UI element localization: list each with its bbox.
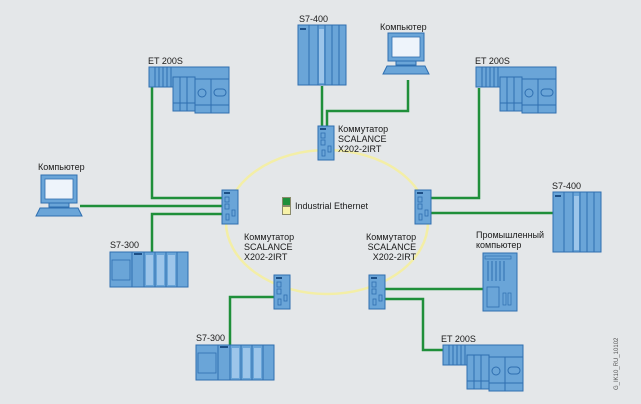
computer-top-device[interactable]	[382, 32, 430, 75]
switch-right[interactable]	[414, 189, 432, 225]
switch-top[interactable]	[317, 125, 335, 161]
label-switch-bottom-left: Коммутатор SCALANCE X202-2IRT	[244, 232, 295, 262]
s7-400-right-device[interactable]	[552, 191, 602, 253]
label-et200s-bottom: ET 200S	[441, 334, 476, 344]
industrial-pc-device[interactable]	[482, 252, 518, 312]
s7-300-bottom-device[interactable]	[195, 344, 275, 381]
label-computer-top: Компьютер	[380, 22, 427, 32]
legend-swatch-green	[282, 197, 291, 206]
link-bl-switch-s7-300	[228, 295, 276, 346]
label-et200s-top-right: ET 200S	[475, 56, 510, 66]
s7-300-left-device[interactable]	[109, 251, 189, 288]
legend-label: Industrial Ethernet	[295, 201, 369, 211]
et200s-top-right-device[interactable]	[475, 66, 557, 114]
label-s7-300-bottom: S7-300	[196, 333, 226, 343]
label-switch-bottom-right: Коммутатор SCALANCE X202-2IRT	[366, 232, 417, 262]
switch-bottom-right[interactable]	[368, 274, 386, 310]
link-br-switch-et200s	[384, 297, 443, 352]
ethernet-links	[80, 80, 556, 352]
label-industrial-pc: Промышленный компьютер	[476, 230, 545, 250]
industrial-ethernet-ring	[224, 148, 430, 296]
label-s7-400-top: S7-400	[299, 14, 329, 24]
label-switch-top: Коммутатор SCALANCE X202-2IRT	[338, 124, 389, 154]
et200s-bottom-device[interactable]	[442, 344, 524, 392]
link-top-switch-computer	[325, 80, 410, 128]
figure-code: G_IK10_RU_10102	[614, 337, 620, 390]
switch-bottom-left[interactable]	[273, 274, 291, 310]
switch-left[interactable]	[221, 189, 239, 225]
label-computer-left: Компьютер	[38, 162, 85, 172]
et200s-top-left-device[interactable]	[148, 66, 230, 114]
s7-400-top-device[interactable]	[297, 24, 347, 86]
label-s7-400-right: S7-400	[552, 181, 582, 191]
legend-swatch-yellow	[282, 206, 291, 215]
legend: Industrial Ethernet	[282, 197, 368, 215]
link-right-switch-et200s	[428, 88, 481, 200]
label-et200s-top-left: ET 200S	[148, 56, 183, 66]
link-left-switch-s7-300	[150, 212, 223, 252]
computer-left-device[interactable]	[35, 174, 83, 217]
link-left-switch-et200s	[150, 87, 223, 200]
legend-swatches	[282, 197, 291, 215]
label-s7-300-left: S7-300	[110, 240, 140, 250]
